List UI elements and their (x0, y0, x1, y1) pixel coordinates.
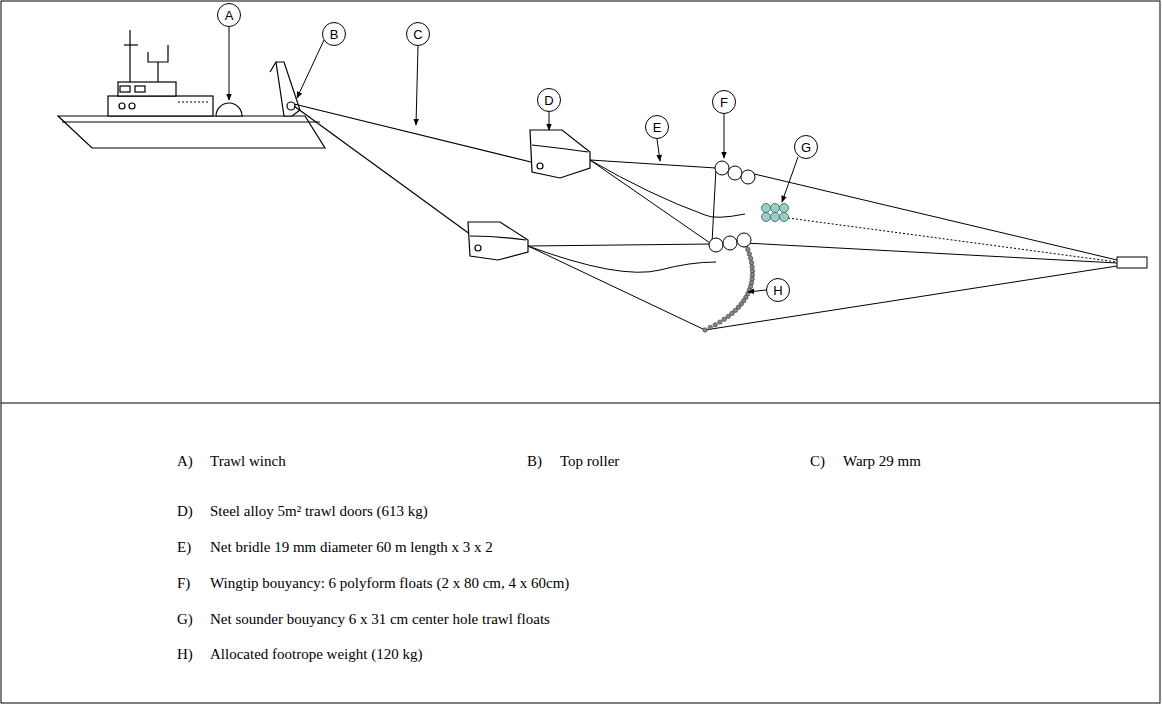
chain-link (730, 311, 734, 315)
part-description: Wingtip bouyancy: 6 polyform floats (2 x… (210, 575, 569, 592)
part-description: Net sounder bouyancy 6 x 31 cm center ho… (210, 611, 550, 628)
chain-link (708, 325, 712, 329)
chain-link (703, 328, 707, 332)
net-bridle (528, 160, 1117, 330)
chain-link (722, 317, 726, 321)
callout-circle: A (217, 3, 241, 27)
callout-letter: C (413, 28, 422, 41)
callout-letter: H (773, 284, 782, 297)
trawler (58, 30, 325, 148)
key-letter: D) (177, 503, 193, 520)
part-description: Net bridle 19 mm diameter 60 m length x … (210, 539, 493, 556)
callout-circle: G (794, 135, 818, 159)
callout-letter: E (653, 121, 662, 134)
key-letter: A) (177, 453, 193, 470)
callout-letter: F (720, 96, 728, 109)
callout-letter: A (225, 9, 234, 22)
part-description: Steel alloy 5m² trawl doors (613 kg) (210, 503, 428, 520)
chain-link (747, 252, 751, 256)
chain-link (746, 247, 750, 251)
key-letter: B) (527, 453, 542, 470)
wingtip-float (709, 161, 755, 252)
chain-link (718, 320, 722, 324)
footrope (703, 243, 755, 332)
part-description: Warp 29 mm (843, 453, 921, 470)
divider (1, 403, 1160, 404)
chain-link (750, 265, 754, 269)
warp (294, 104, 535, 240)
part-description: Trawl winch (210, 453, 286, 470)
chain-link (726, 314, 730, 318)
callout-letter: D (544, 94, 553, 107)
key-letter: E) (177, 539, 191, 556)
callout-circle: E (645, 115, 669, 139)
callout-letter: G (801, 141, 811, 154)
callout-circle: B (322, 22, 346, 46)
callout-circle: C (406, 22, 430, 46)
chain-link (748, 256, 752, 260)
callout-circle: D (537, 88, 561, 112)
key-letter: G) (177, 611, 193, 628)
callout-circle: F (712, 90, 736, 114)
part-description: Top roller (560, 453, 619, 470)
key-letter: F) (177, 575, 190, 592)
chain-link (749, 260, 753, 264)
trawl-door (468, 130, 590, 260)
part-description: Allocated footrope weight (120 kg) (210, 646, 422, 663)
chain-link (713, 323, 717, 327)
codend (1117, 257, 1147, 268)
callout-letter: B (330, 28, 339, 41)
key-letter: C) (810, 453, 825, 470)
leader-arrow (229, 27, 798, 292)
key-letter: H) (177, 646, 193, 663)
sounder-float (762, 204, 789, 222)
callout-circle: H (766, 278, 790, 302)
